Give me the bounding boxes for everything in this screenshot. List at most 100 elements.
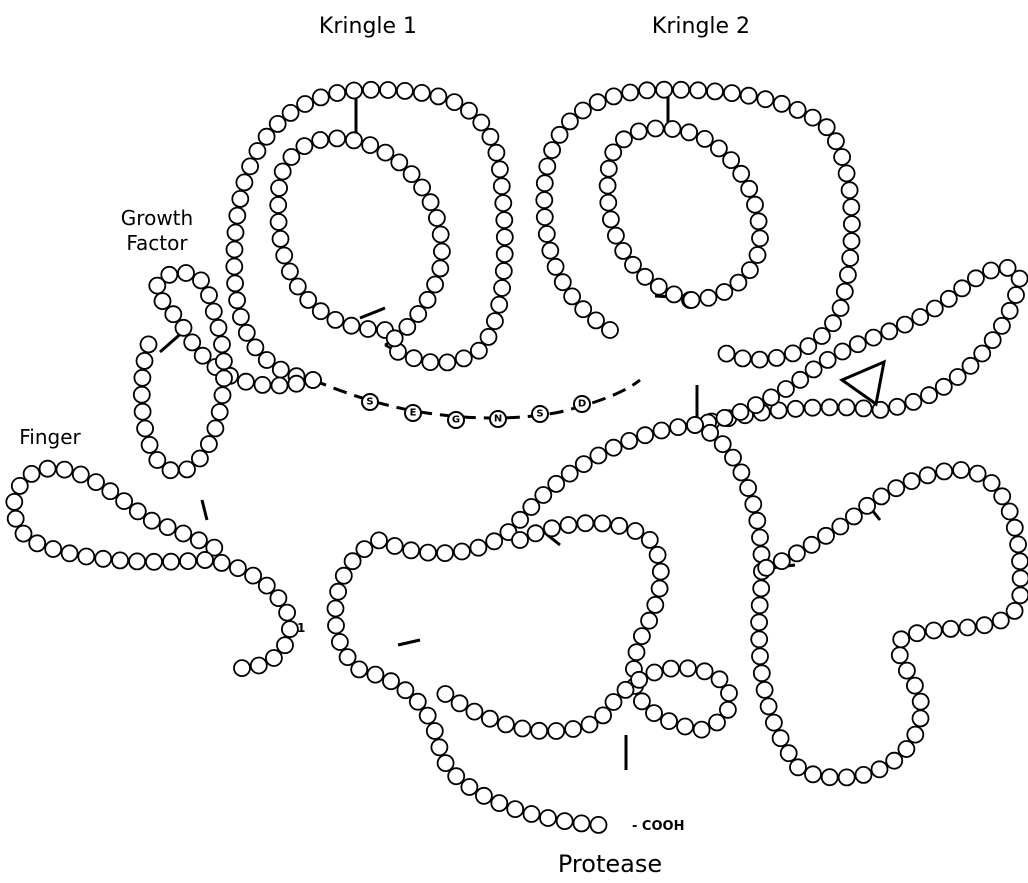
- residue-bead: [420, 292, 436, 308]
- residue-bead: [192, 451, 208, 467]
- residue-bead: [422, 354, 438, 370]
- residue-bead: [507, 801, 523, 817]
- residue-bead: [403, 542, 419, 558]
- residue-bead: [144, 513, 160, 529]
- residue-bead: [712, 671, 728, 687]
- residue-bead: [751, 213, 767, 229]
- residue-beads: [6, 82, 1028, 833]
- residue-bead: [452, 695, 468, 711]
- residue-bead: [844, 216, 860, 232]
- residue-bead: [805, 400, 821, 416]
- residue-bead: [537, 175, 553, 191]
- residue-bead: [270, 116, 286, 132]
- residue-bead: [290, 279, 306, 295]
- residue-bead: [282, 621, 298, 637]
- residue-bead: [228, 225, 244, 241]
- residue-bead: [781, 745, 797, 761]
- residue-bead: [983, 263, 999, 279]
- residue-bead: [232, 191, 248, 207]
- residue-bead: [565, 721, 581, 737]
- residue-bead: [720, 702, 736, 718]
- residue-bead: [383, 673, 399, 689]
- residue-bead: [497, 246, 513, 262]
- residue-bead: [774, 553, 790, 569]
- residue-bead: [276, 248, 292, 264]
- residue-bead: [371, 532, 387, 548]
- residue-bead: [329, 85, 345, 101]
- residue-bead: [601, 161, 617, 177]
- residue-bead: [430, 88, 446, 104]
- residue-bead: [1010, 536, 1026, 552]
- residue-bead: [397, 682, 413, 698]
- residue-bead: [856, 767, 872, 783]
- residue-bead: [340, 649, 356, 665]
- residue-bead: [498, 716, 514, 732]
- residue-bead: [141, 336, 157, 352]
- residue-bead: [130, 503, 146, 519]
- residue-bead: [575, 103, 591, 119]
- residue-bead: [711, 140, 727, 156]
- finger-label: Finger: [19, 425, 81, 449]
- residue-bead: [788, 401, 804, 417]
- residue-bead: [461, 103, 477, 119]
- residue-bead: [616, 131, 632, 147]
- residue-bead: [673, 82, 689, 98]
- residue-bead: [380, 82, 396, 98]
- residue-bead: [1007, 520, 1023, 536]
- residue-bead: [512, 532, 528, 548]
- residue-bead: [646, 705, 662, 721]
- residue-bead: [790, 759, 806, 775]
- residue-bead: [535, 487, 551, 503]
- residue-bead: [576, 456, 592, 472]
- residue-bead: [842, 182, 858, 198]
- residue-bead: [345, 553, 361, 569]
- kringle1-label: Kringle 1: [319, 14, 417, 39]
- residue-bead: [234, 660, 250, 676]
- residue-bead: [893, 631, 909, 647]
- residue-bead: [433, 227, 449, 243]
- residue-bead: [970, 466, 986, 482]
- residue-bead: [615, 243, 631, 259]
- residue-bead: [149, 452, 165, 468]
- residue-bead: [270, 590, 286, 606]
- residue-bead: [233, 309, 249, 325]
- residue-letter: S: [536, 409, 543, 420]
- residue-bead: [892, 647, 908, 663]
- residue-bead: [651, 279, 667, 295]
- residue-bead: [427, 723, 443, 739]
- residue-bead: [1008, 287, 1024, 303]
- residue-bead: [800, 338, 816, 354]
- residue-bead: [606, 440, 622, 456]
- residue-bead: [839, 399, 855, 415]
- residue-bead: [763, 389, 779, 405]
- residue-bead: [920, 467, 936, 483]
- residue-bead: [881, 323, 897, 339]
- residue-bead: [363, 82, 379, 98]
- residue-bead: [176, 320, 192, 336]
- residue-bead: [95, 551, 111, 567]
- residue-bead: [837, 284, 853, 300]
- residue-bead: [888, 480, 904, 496]
- residue-bead: [206, 304, 222, 320]
- residue-letter: S: [366, 397, 373, 408]
- residue-bead: [336, 568, 352, 584]
- residue-bead: [564, 288, 580, 304]
- residue-bead: [266, 650, 282, 666]
- residue-bead: [832, 519, 848, 535]
- residue-bead: [637, 427, 653, 443]
- residue-bead: [562, 113, 578, 129]
- residue-bead: [905, 394, 921, 410]
- growth-factor-label-line2: Factor: [126, 231, 188, 255]
- residue-bead: [577, 515, 593, 531]
- residue-bead: [512, 512, 528, 528]
- residue-bead: [733, 464, 749, 480]
- residue-bead: [723, 152, 739, 168]
- residue-bead: [665, 121, 681, 137]
- residue-bead: [397, 83, 413, 99]
- residue-bead: [752, 230, 768, 246]
- residue-bead: [482, 711, 498, 727]
- residue-bead: [346, 132, 362, 148]
- residue-bead: [410, 306, 426, 322]
- residue-bead: [259, 129, 275, 145]
- residue-bead: [843, 199, 859, 215]
